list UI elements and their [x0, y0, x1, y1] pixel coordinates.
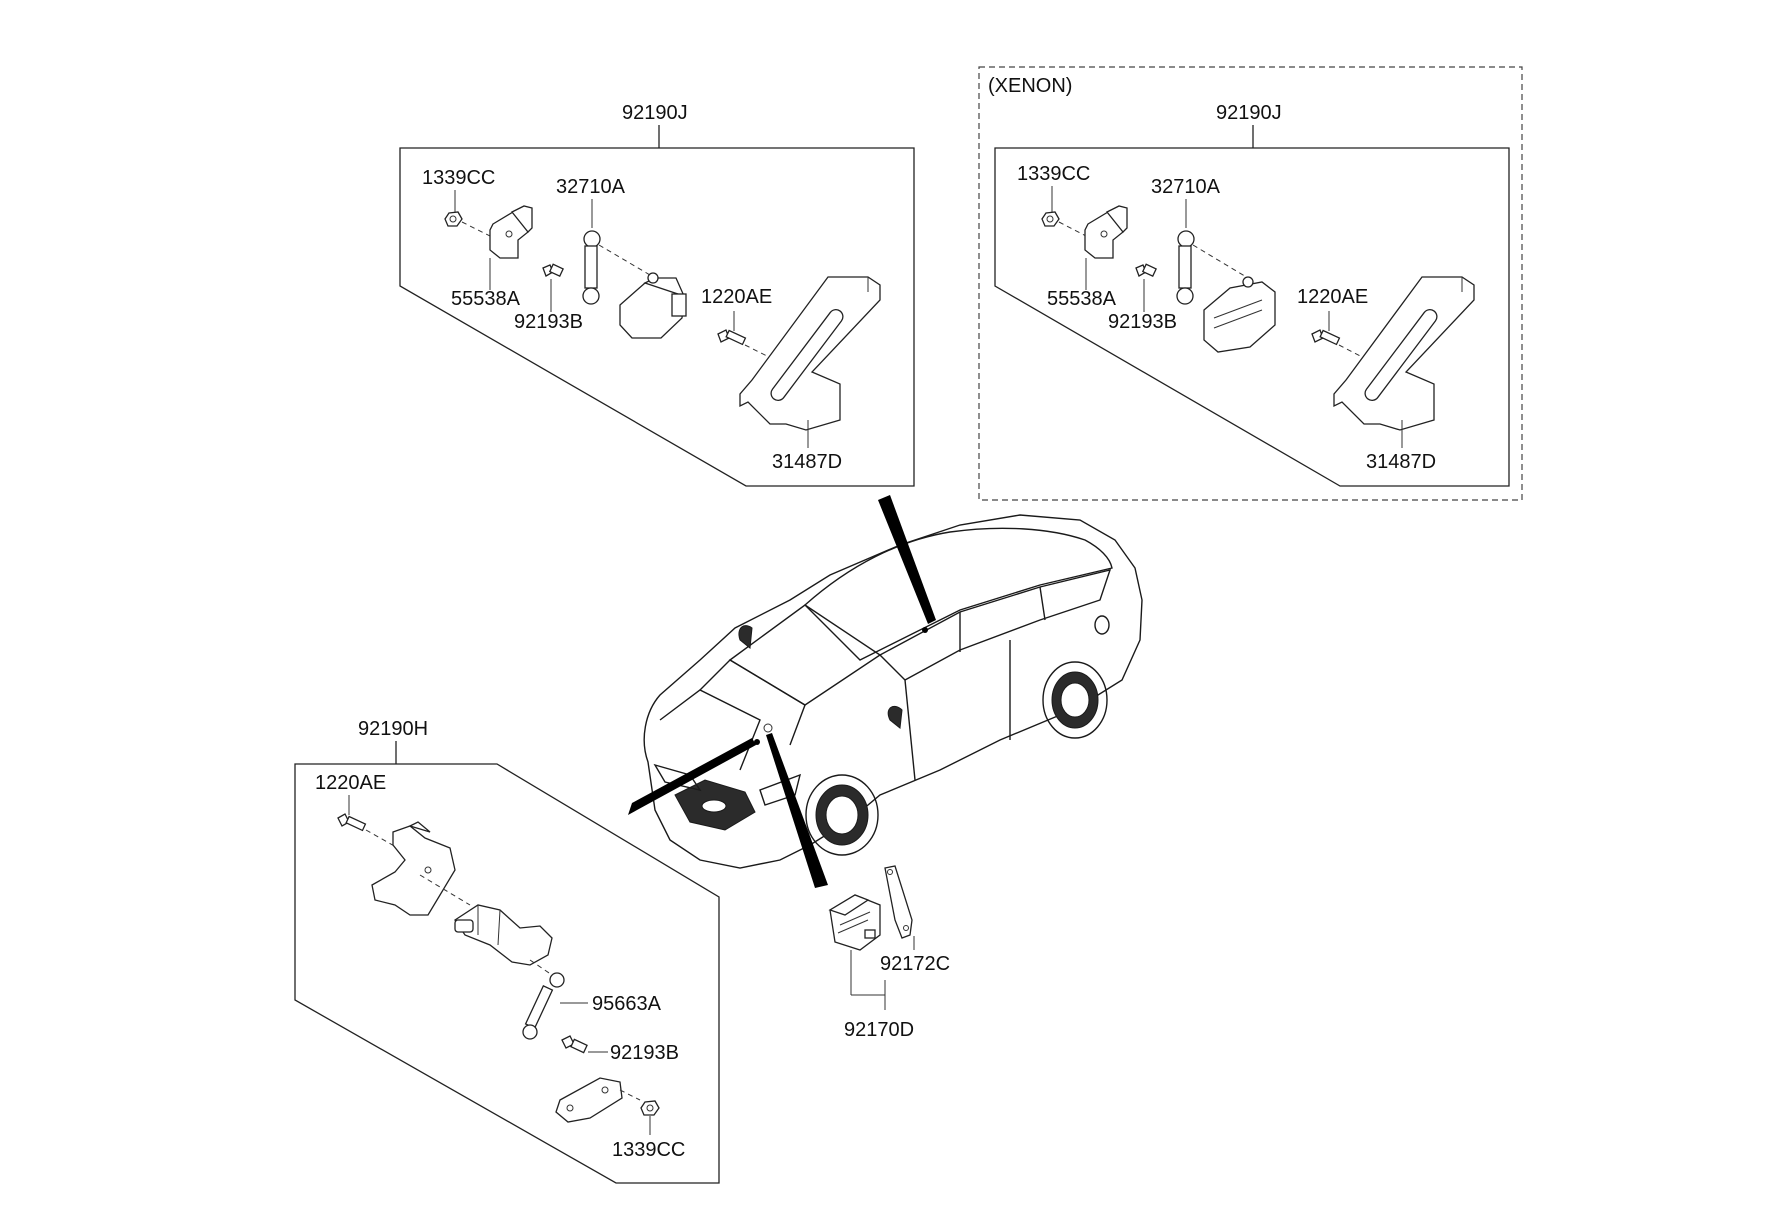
pointer-arrow [878, 495, 936, 624]
sensor-link-icon [582, 230, 601, 305]
sensor-link-icon [1176, 230, 1195, 305]
part-label: 32710A [556, 176, 626, 198]
part-label: 1339CC [422, 167, 495, 189]
bolt-icon [542, 263, 564, 278]
group-top-left: 92190J 1339CC 32710A 55538A 92 [399, 102, 915, 487]
assembly-label: 92190J [622, 102, 688, 124]
assembly-label: 92170D [844, 1019, 914, 1041]
group-bottom-center: 92172C 92170D [828, 865, 950, 1041]
variant-label: (XENON) [988, 75, 1072, 97]
part-label: 1220AE [701, 286, 772, 308]
part-label: 1339CC [612, 1139, 685, 1161]
part-label: 55538A [451, 288, 521, 310]
group-top-right-xenon: (XENON) 92190J 1339CC 32710A 55538A [978, 66, 1523, 501]
bracket-icon [1084, 205, 1128, 259]
pointer-arrow [628, 738, 756, 815]
sensor-body-icon [454, 904, 553, 966]
screw-icon [717, 329, 747, 346]
screw-icon [1311, 329, 1341, 346]
part-label: 31487D [772, 451, 842, 473]
part-label: 92193B [1108, 311, 1177, 333]
nut-icon [444, 211, 463, 227]
bracket-plate-icon [739, 276, 881, 431]
car-illustration [643, 514, 1143, 869]
bracket-icon [489, 205, 533, 259]
assembly-label: 92190H [358, 718, 428, 740]
nut-icon [1041, 211, 1060, 227]
assembly-label: 92190J [1216, 102, 1282, 124]
bracket-plate-icon [1333, 276, 1475, 431]
part-label: 31487D [1366, 451, 1436, 473]
part-label: 92193B [514, 311, 583, 333]
bracket-icon [371, 821, 456, 916]
group-bottom-left: 92190H 1220AE 95663A [294, 718, 720, 1184]
bolt-icon [561, 1035, 588, 1054]
part-label: 1339CC [1017, 163, 1090, 185]
part-label: 92172C [880, 953, 950, 975]
actuator-body-icon [1203, 276, 1276, 353]
part-label: 1220AE [1297, 286, 1368, 308]
part-label: 92193B [610, 1042, 679, 1064]
bolt-icon [1135, 263, 1157, 278]
sensor-link-icon [522, 972, 565, 1040]
part-label: 1220AE [315, 772, 386, 794]
control-module-icon [828, 894, 881, 951]
screw-icon [337, 813, 367, 832]
pointer-arrow [766, 733, 828, 888]
part-label: 55538A [1047, 288, 1117, 310]
mounting-plate-icon [555, 1077, 623, 1123]
part-label: 95663A [592, 993, 662, 1015]
nut-icon [640, 1100, 660, 1116]
bracket-strap-icon [884, 865, 913, 939]
part-label: 32710A [1151, 176, 1221, 198]
sensor-body-icon [619, 272, 687, 339]
